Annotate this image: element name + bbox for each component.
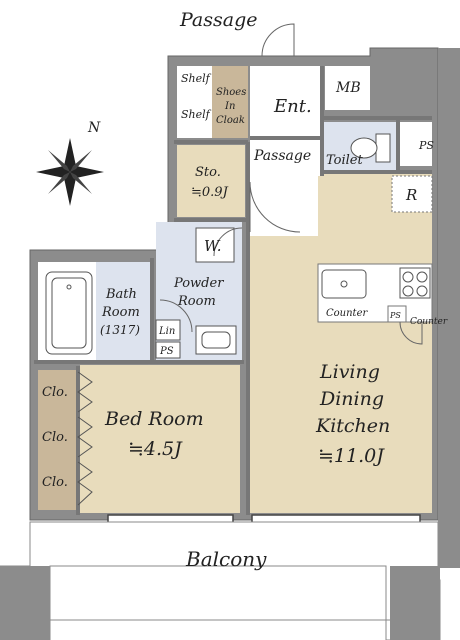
burner-1 bbox=[402, 271, 414, 283]
label-toilet: Toilet bbox=[326, 153, 363, 168]
ps-top-area bbox=[400, 122, 432, 166]
ps-bath-box bbox=[155, 341, 181, 359]
label-ldk-4: ≒11.0J bbox=[318, 445, 385, 467]
door-swings bbox=[159, 23, 423, 345]
storage bbox=[177, 145, 245, 217]
closet-1 bbox=[38, 370, 76, 415]
label-closet-1: Clo. bbox=[42, 385, 68, 400]
burner-2 bbox=[416, 271, 428, 283]
wash-basin bbox=[195, 325, 237, 355]
label-bedroom-2: ≒4.5J bbox=[128, 438, 183, 460]
closet-doors bbox=[77, 371, 93, 506]
mb-area bbox=[325, 66, 370, 110]
label-passage-top: Passage bbox=[179, 9, 258, 31]
label-mb: MB bbox=[335, 80, 361, 96]
bath-drain bbox=[66, 284, 72, 290]
label-counter-1: Counter bbox=[326, 308, 368, 319]
label-shoes-2: In bbox=[224, 101, 235, 112]
label-ldk-2: Dining bbox=[319, 388, 384, 410]
label-ldk-3: Kitchen bbox=[315, 415, 390, 437]
balcony-pillar-right bbox=[390, 566, 440, 640]
entrance-area bbox=[250, 66, 320, 176]
label-ps-kitchen: PS bbox=[389, 311, 401, 320]
wash-bowl bbox=[201, 331, 231, 349]
label-washer: W. bbox=[204, 237, 222, 255]
label-ldk-1: Living bbox=[319, 361, 380, 383]
label-passage-inner: Passage bbox=[253, 148, 311, 164]
washer-box bbox=[195, 227, 235, 263]
right-column bbox=[438, 48, 460, 568]
label-powder-1: Powder bbox=[173, 276, 224, 291]
shelf-area bbox=[177, 66, 212, 138]
sink bbox=[321, 269, 367, 299]
compass-north-label: N bbox=[87, 120, 101, 136]
label-refrigerator: R bbox=[405, 186, 417, 204]
stove bbox=[399, 267, 431, 299]
label-ps-bath: PS bbox=[159, 346, 174, 357]
label-shelf-2: Shelf bbox=[181, 108, 212, 121]
ps-kitchen-box bbox=[387, 305, 407, 323]
label-powder-2: Room bbox=[177, 294, 216, 309]
compass-rose bbox=[36, 138, 104, 206]
shoes-in-cloak bbox=[212, 66, 248, 138]
toilet-tank bbox=[375, 133, 391, 163]
lin-box bbox=[155, 319, 181, 341]
label-closet-3: Clo. bbox=[42, 475, 68, 490]
label-lin: Lin bbox=[158, 326, 175, 337]
interior-walls bbox=[34, 66, 432, 515]
label-bath-2: Room bbox=[101, 305, 140, 320]
label-shelf-1: Shelf bbox=[181, 72, 212, 85]
label-shoes-1: Shoes bbox=[216, 87, 246, 98]
balcony-area bbox=[0, 521, 441, 640]
closet-3 bbox=[38, 460, 76, 510]
label-ps-top: PS bbox=[418, 139, 434, 152]
sink-drain bbox=[340, 280, 348, 288]
label-storage-1: Sto. bbox=[195, 165, 221, 180]
label-balcony: Balcony bbox=[185, 547, 267, 571]
bathtub bbox=[45, 271, 93, 355]
bedroom bbox=[80, 365, 240, 513]
refrigerator-box bbox=[391, 175, 433, 213]
passage-inner-area bbox=[246, 176, 318, 236]
label-closet-2: Clo. bbox=[42, 430, 68, 445]
balcony-pillar-left bbox=[0, 566, 50, 640]
toilet-bowl bbox=[350, 137, 378, 159]
label-shoes-3: Cloak bbox=[216, 115, 245, 126]
label-entrance: Ent. bbox=[273, 96, 312, 117]
label-storage-2: ≒0.9J bbox=[191, 185, 229, 200]
burner-4 bbox=[416, 285, 428, 297]
label-counter-2: Counter bbox=[410, 317, 448, 327]
burner-3 bbox=[402, 285, 414, 297]
bathtub-inner bbox=[51, 277, 87, 349]
label-bedroom-1: Bed Room bbox=[104, 408, 204, 430]
label-bath-3: (1317) bbox=[100, 323, 140, 337]
label-bath-1: Bath bbox=[105, 287, 137, 302]
closet-2 bbox=[38, 415, 76, 460]
